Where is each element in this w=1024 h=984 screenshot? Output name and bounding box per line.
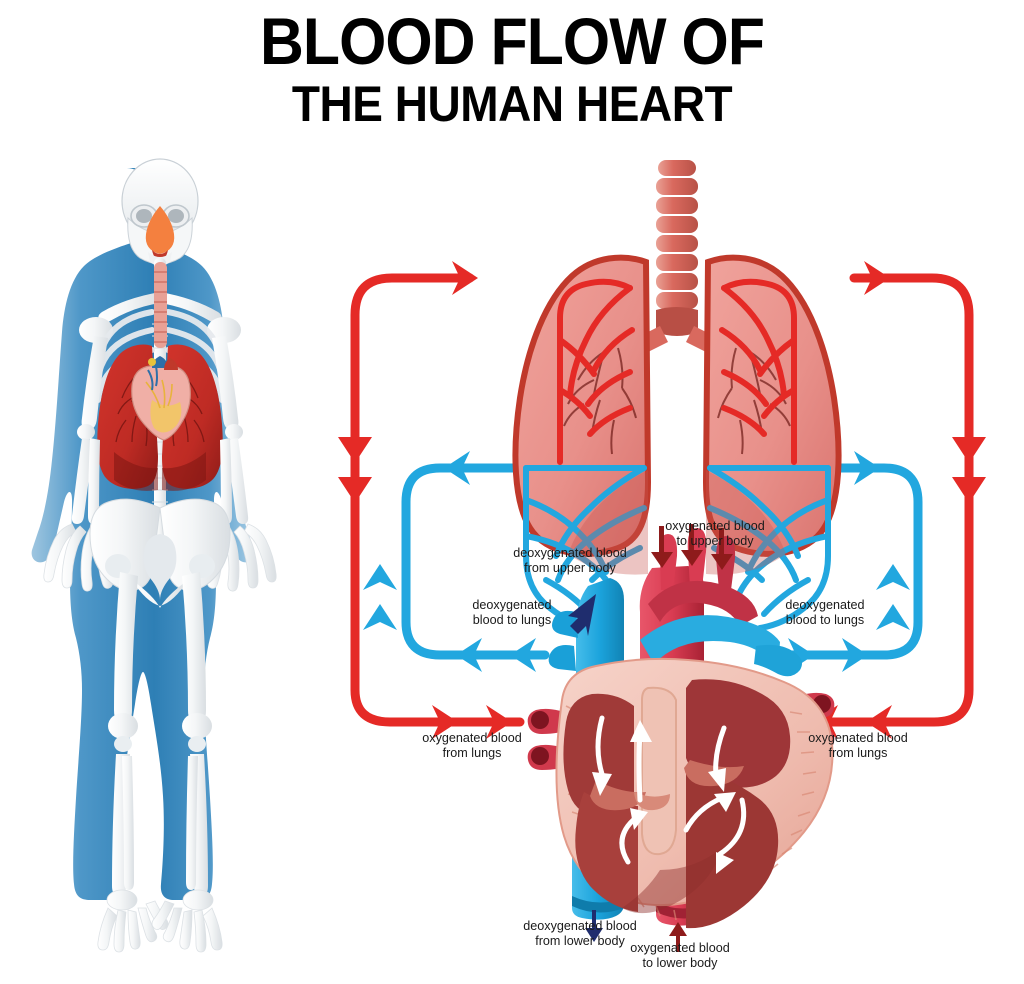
- label-deoxy-from-upper-body: deoxygenated blood from upper body: [513, 546, 627, 576]
- oxygenated-circuit: [338, 261, 986, 739]
- label-deoxy-to-lungs-right: deoxygenated blood to lungs: [785, 598, 865, 628]
- body-heart: [131, 356, 191, 441]
- body-trachea: [154, 262, 167, 348]
- left-atrium: [686, 679, 791, 788]
- heart-cross-section: [527, 528, 835, 929]
- label-pointer-arrows: [568, 524, 733, 954]
- arrow-up-right-icon: [568, 594, 596, 636]
- shoulder-bones: [79, 292, 241, 343]
- pulmonary-artery-network: [557, 278, 635, 465]
- right-ventricle: [575, 792, 638, 912]
- label-oxy-from-lungs-right: oxygenated blood from lungs: [808, 731, 908, 761]
- label-oxy-from-lungs-left: oxygenated blood from lungs: [422, 731, 522, 761]
- chevron-flow-icon: [452, 261, 890, 295]
- label-oxy-to-upper-body: oxygenated blood to upper body: [665, 519, 765, 549]
- arrow-down-icon: [651, 524, 733, 570]
- lungs: [512, 254, 842, 631]
- title-line-1: BLOOD FLOW OF: [259, 4, 765, 78]
- deoxygenated-circuit: [363, 451, 923, 672]
- arrow-down-icon-lower: [585, 910, 603, 942]
- blood-flow-arrowheads: [592, 720, 736, 874]
- nasal-cavity: [145, 206, 175, 254]
- label-deoxy-from-lower-body: deoxygenated blood from lower body: [523, 919, 637, 949]
- label-deoxy-to-lungs-left: deoxygenated blood to lungs: [472, 598, 552, 628]
- pelvis: [89, 498, 231, 608]
- left-ventricle: [686, 768, 779, 929]
- leg-bones: [97, 572, 223, 953]
- title-line-2: THE HUMAN HEART: [291, 76, 733, 133]
- label-oxy-to-lower-body: oxygenated blood to lower body: [630, 941, 730, 971]
- arrow-up-icon-lower: [669, 922, 687, 954]
- page-title: BLOOD FLOW OF THE HUMAN HEART: [0, 4, 1024, 133]
- septum: [641, 686, 677, 856]
- skull: [121, 158, 199, 266]
